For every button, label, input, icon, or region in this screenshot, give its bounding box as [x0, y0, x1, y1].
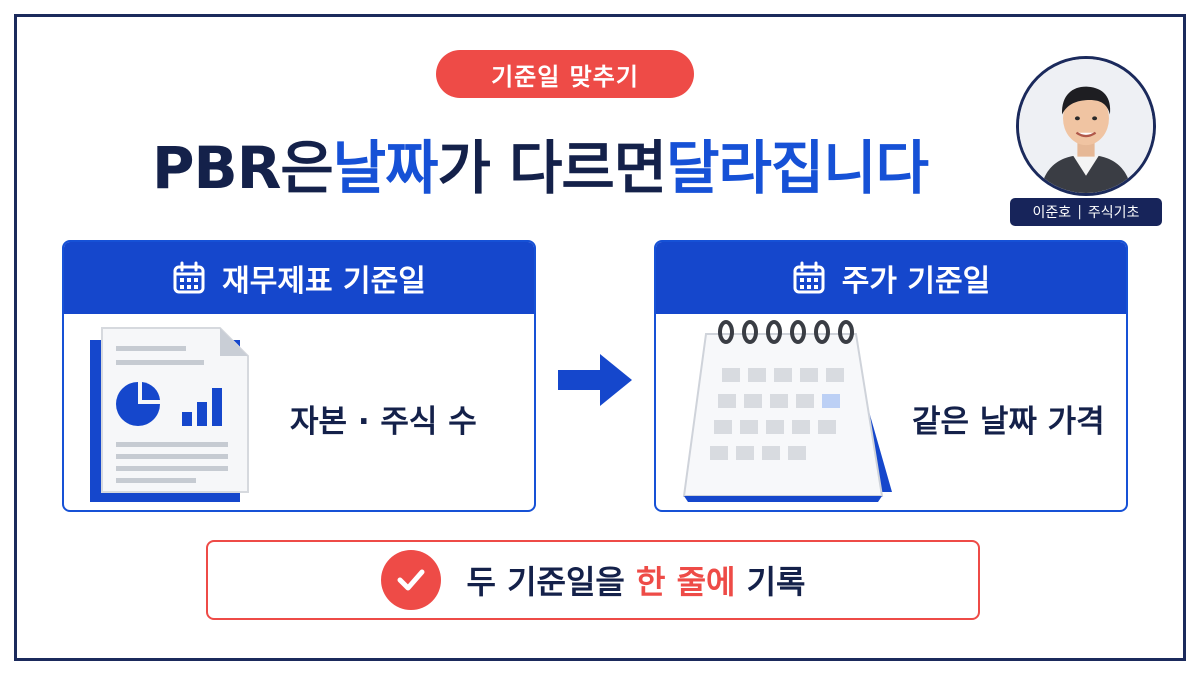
topic-tag: 기준일 맞추기 [436, 50, 694, 98]
financial-statement-card-text: 자본 · 주식 수 [290, 404, 477, 440]
headline-highlight-changes: 달라집니다 [666, 134, 929, 202]
conclusion-part2: 기록 [735, 563, 806, 601]
conclusion-box: 두 기준일을 한 줄에 기록 [206, 540, 980, 620]
desk-calendar-icon [682, 320, 892, 502]
price-date-card-header: 주가 기준일 [656, 242, 1126, 314]
financial-document-icon [90, 327, 249, 502]
conclusion-highlight: 한 줄에 [635, 563, 736, 601]
conclusion-text: 두 기준일을 한 줄에 기록 [467, 557, 806, 603]
price-date-card-title: 주가 기준일 [841, 264, 991, 299]
financial-statement-card-body: 자본 · 주식 수 [64, 314, 534, 510]
calendar-icon [793, 261, 825, 294]
price-date-card-body: 같은 날짜 가격 [656, 314, 1126, 510]
headline-highlight-date: 날짜 [332, 134, 439, 202]
headline-part1: PBR은 [152, 134, 334, 202]
price-date-card: 주가 기준일 같은 날짜 가격 [654, 240, 1128, 512]
check-icon [397, 569, 424, 591]
headline-part2: 가 다르면 [437, 134, 668, 202]
author-channel: 주식기초 [1087, 205, 1140, 221]
author-name: 이준호 [1032, 205, 1072, 221]
calendar-icon [173, 261, 205, 294]
person-portrait-icon [1019, 59, 1153, 193]
author-badge: 이준호 | 주식기초 [1010, 198, 1162, 226]
financial-statement-card-header: 재무제표 기준일 [64, 242, 534, 314]
author-separator: | [1077, 204, 1082, 220]
financial-statement-card: 재무제표 기준일 자본 · 주식 수 [62, 240, 536, 512]
author-avatar [1016, 56, 1156, 196]
check-circle-icon [380, 550, 441, 610]
price-date-card-text: 같은 날짜 가격 [912, 404, 1105, 440]
conclusion-part1: 두 기준일을 [466, 563, 636, 601]
arrow-right-icon [558, 354, 632, 406]
financial-statement-card-title: 재무제표 기준일 [222, 264, 426, 299]
